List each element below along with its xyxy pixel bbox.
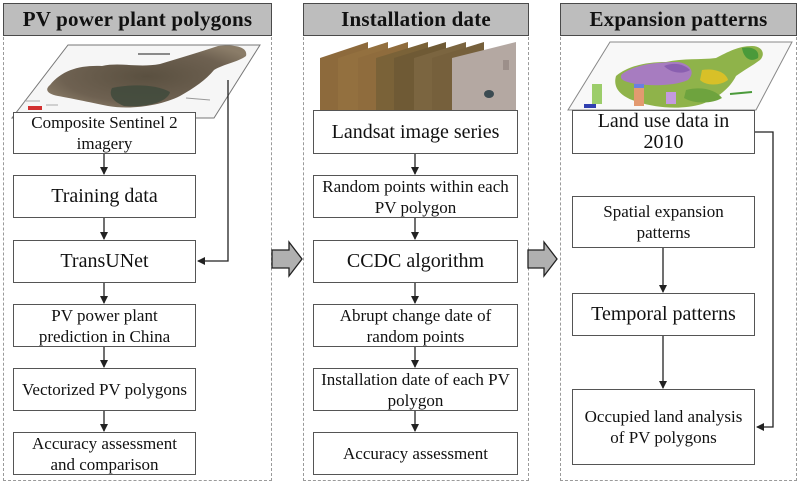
step-spatial-expansion: Spatial expansion patterns <box>572 196 755 248</box>
panel-title-pv-polygons: PV power plant polygons <box>3 3 272 36</box>
step-vectorized-polygons: Vectorized PV polygons <box>13 368 196 411</box>
step-land-use-data: Land use data in 2010 <box>572 110 755 154</box>
step-transunet: TransUNet <box>13 240 196 283</box>
step-occupied-land: Occupied land analysis of PV polygons <box>572 389 755 465</box>
step-ccdc-algorithm: CCDC algorithm <box>313 240 518 283</box>
step-installation-date-each: Installation date of each PV polygon <box>313 368 518 411</box>
step-accuracy-assessment: Accuracy assessment <box>313 432 518 475</box>
step-temporal-patterns: Temporal patterns <box>572 293 755 336</box>
step-accuracy-comparison: Accuracy assessment and comparison <box>13 432 196 475</box>
panel-title-expansion-patterns: Expansion patterns <box>560 3 797 36</box>
step-pv-prediction: PV power plant prediction in China <box>13 304 196 347</box>
panel-title-installation-date: Installation date <box>303 3 529 36</box>
block-arrow-p1-to-p2 <box>271 240 303 278</box>
step-random-points: Random points within each PV polygon <box>313 175 518 218</box>
step-training-data: Training data <box>13 175 196 218</box>
landsat-stack-image <box>320 42 516 112</box>
land-use-map-image <box>567 41 793 111</box>
step-composite-sentinel-2: Composite Sentinel 2 imagery <box>13 112 196 154</box>
step-abrupt-change-date: Abrupt change date of random points <box>313 304 518 347</box>
step-landsat-image-series: Landsat image series <box>313 110 518 154</box>
block-arrow-p2-to-p3 <box>527 240 558 278</box>
sentinel-map-image <box>10 44 261 119</box>
